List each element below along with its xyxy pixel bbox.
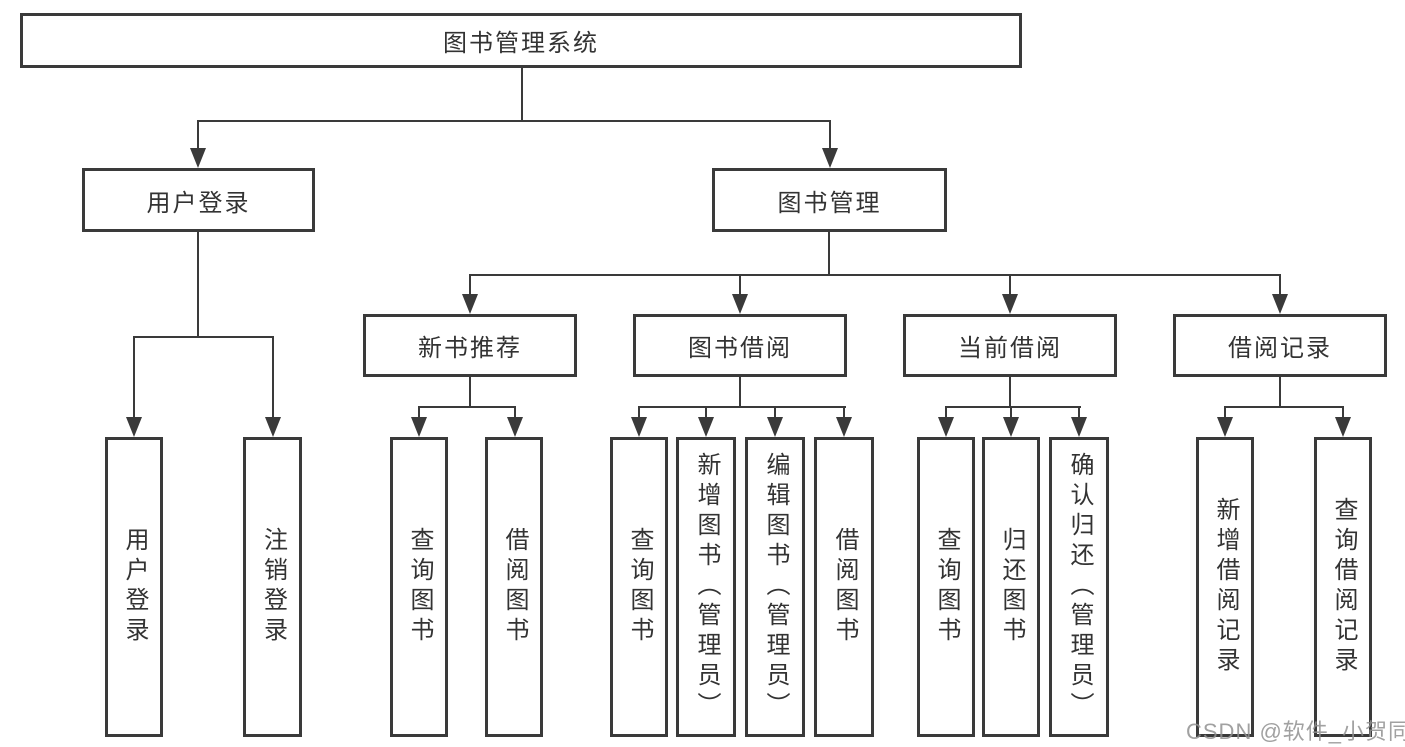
leaf-user-login: 用户登录 [105, 437, 163, 737]
connector-to-leaf [945, 406, 947, 420]
arrowhead-down-icon [767, 417, 783, 437]
connector-new-book-rec-stem [469, 377, 471, 408]
arrowhead-down-icon [1217, 417, 1233, 437]
connector-to-leaf [133, 336, 135, 419]
connector-to-leaf [514, 406, 516, 420]
leaf-query-books: 查询图书 [390, 437, 448, 737]
node-root-library-system: 图书管理系统 [20, 13, 1022, 68]
connector-to-new-book-rec [469, 274, 471, 296]
arrowhead-down-icon [462, 294, 478, 314]
arrowhead-down-icon [1071, 417, 1087, 437]
leaf-add-borrow-record: 新增借阅记录 [1196, 437, 1254, 737]
arrowhead-down-icon [126, 417, 142, 437]
connector-to-borrow-records [1279, 274, 1281, 296]
connector-to-leaf [774, 406, 776, 420]
arrowhead-down-icon [1002, 294, 1018, 314]
arrowhead-down-icon [190, 148, 206, 168]
connector-to-leaf [638, 406, 640, 420]
connector-book-mgmt-branch [469, 274, 1281, 276]
connector-to-leaf [705, 406, 707, 420]
connector-borrow-records-stem [1279, 377, 1281, 408]
leaf-borrow-books: 借阅图书 [814, 437, 874, 737]
connector-to-book-borrow [739, 274, 741, 296]
leaf-return-book: 归还图书 [982, 437, 1040, 737]
connector-new-book-rec-branch [418, 406, 516, 408]
connector-book-borrow-stem [739, 377, 741, 408]
connector-user-login-stem [197, 232, 199, 338]
connector-to-user-login [197, 120, 199, 150]
leaf-query-books: 查询图书 [610, 437, 668, 737]
leaf-add-book-admin: 新增图书（管理员） [676, 437, 736, 737]
connector-current-borrow-stem [1009, 377, 1011, 408]
arrowhead-down-icon [732, 294, 748, 314]
connector-to-book-mgmt [829, 120, 831, 150]
node-book-management: 图书管理 [712, 168, 947, 232]
arrowhead-down-icon [265, 417, 281, 437]
arrowhead-down-icon [822, 148, 838, 168]
connector-book-mgmt-stem [828, 232, 830, 276]
connector-current-borrow-branch [945, 406, 1081, 408]
leaf-confirm-return-admin: 确认归还（管理员） [1049, 437, 1109, 737]
connector-user-login-branch [133, 336, 274, 338]
connector-to-leaf [1224, 406, 1226, 420]
arrowhead-down-icon [1335, 417, 1351, 437]
connector-to-leaf [1010, 406, 1012, 420]
connector-book-borrow-branch [638, 406, 846, 408]
leaf-edit-book-admin: 编辑图书（管理员） [745, 437, 805, 737]
leaf-borrow-books: 借阅图书 [485, 437, 543, 737]
node-user-login: 用户登录 [82, 168, 315, 232]
leaf-query-borrow-record: 查询借阅记录 [1314, 437, 1372, 737]
connector-to-leaf [272, 336, 274, 419]
connector-to-leaf [1078, 406, 1080, 420]
arrowhead-down-icon [698, 417, 714, 437]
arrowhead-down-icon [411, 417, 427, 437]
connector-to-leaf [418, 406, 420, 420]
connector-root-stem [521, 68, 523, 122]
arrowhead-down-icon [1003, 417, 1019, 437]
node-current-borrowing: 当前借阅 [903, 314, 1117, 377]
node-book-borrowing: 图书借阅 [633, 314, 847, 377]
arrowhead-down-icon [1272, 294, 1288, 314]
csdn-watermark: CSDN @软件_小贺同学 [1186, 719, 1405, 744]
arrowhead-down-icon [836, 417, 852, 437]
leaf-query-books: 查询图书 [917, 437, 975, 737]
connector-to-leaf [1342, 406, 1344, 420]
connector-borrow-records-branch [1224, 406, 1344, 408]
arrowhead-down-icon [631, 417, 647, 437]
node-new-book-recommend: 新书推荐 [363, 314, 577, 377]
arrowhead-down-icon [938, 417, 954, 437]
arrowhead-down-icon [507, 417, 523, 437]
connector-root-branch [197, 120, 831, 122]
leaf-logout: 注销登录 [243, 437, 302, 737]
node-borrowing-records: 借阅记录 [1173, 314, 1387, 377]
connector-to-leaf [843, 406, 845, 420]
connector-to-current-borrow [1009, 274, 1011, 296]
